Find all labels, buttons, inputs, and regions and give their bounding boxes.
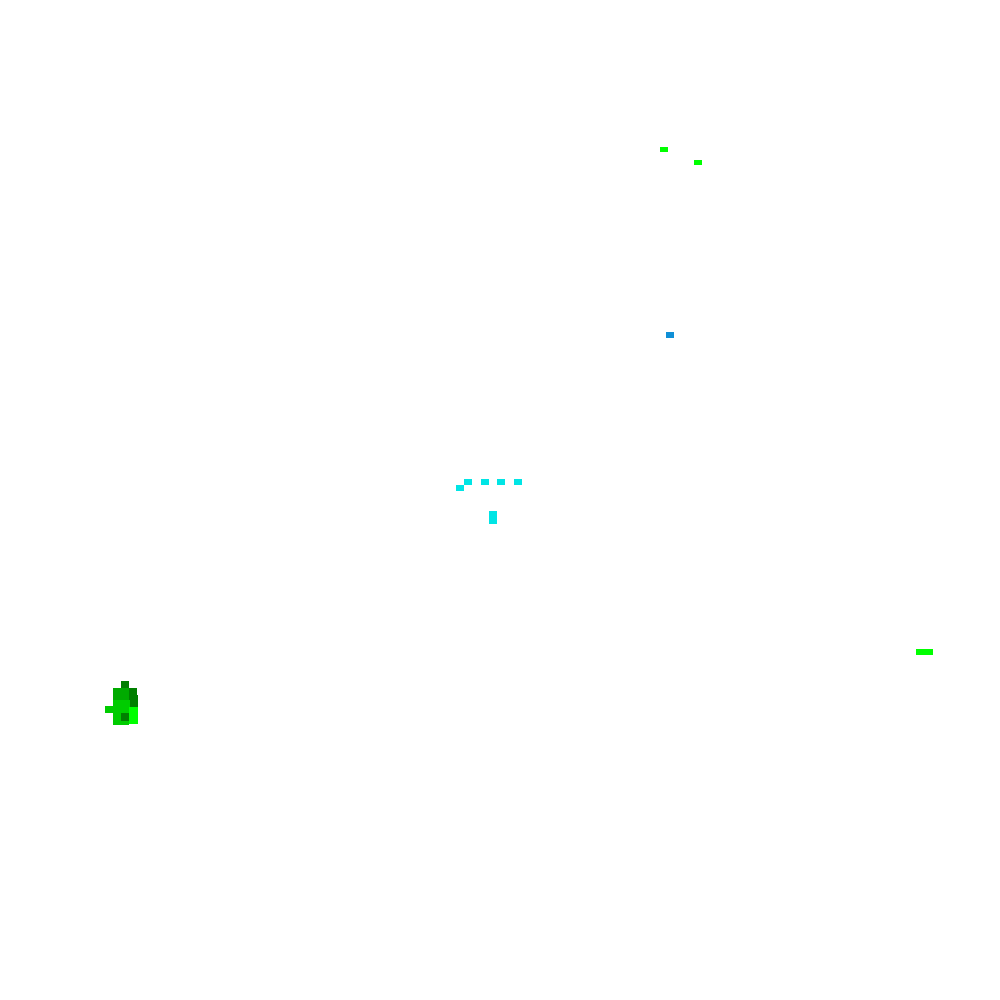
cyan-dash — [514, 479, 522, 485]
sprite-pixel — [113, 688, 130, 700]
green-dash-right — [916, 649, 933, 655]
sprite-pixel — [121, 681, 129, 688]
sprite-pixel — [113, 713, 121, 725]
green-speck-top-right — [694, 160, 702, 165]
sprite-pixel — [121, 713, 130, 721]
cyan-block — [489, 511, 497, 524]
sprite-pixel — [129, 695, 138, 707]
blue-dot — [666, 332, 674, 338]
cyan-dash — [481, 479, 489, 485]
cyan-dash — [456, 485, 464, 491]
sprite-pixel — [113, 700, 130, 713]
sprite-pixel — [121, 721, 129, 725]
green-speck-top-left — [660, 147, 668, 152]
cyan-dash — [497, 479, 505, 485]
sprite-pixel — [129, 688, 137, 695]
cyan-dash — [464, 479, 472, 485]
sprite-pixel — [129, 707, 138, 724]
sprite-pixel — [105, 706, 113, 713]
